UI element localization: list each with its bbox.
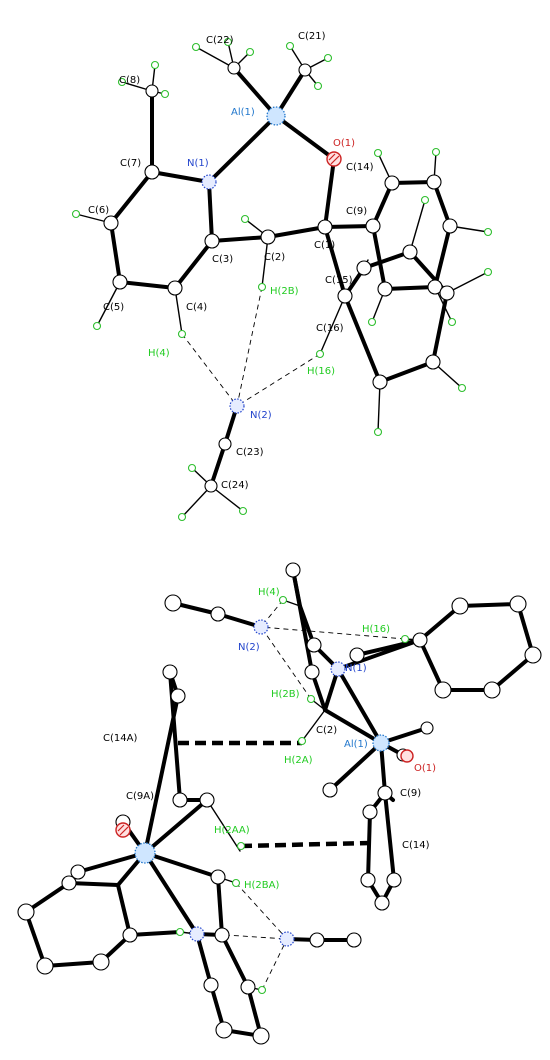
label-o1: O(1)	[333, 138, 355, 149]
label-b-h2aa: H(2AA)	[214, 825, 250, 836]
label-n2: N(2)	[250, 410, 272, 421]
label-h16: H(16)	[307, 366, 335, 377]
bottom-dimer: H(4) H(16) N(2) N(1) H(2B) C(14A) C(2) A…	[17, 562, 542, 1045]
label-c24: C(24)	[221, 480, 249, 491]
top-bonds	[109, 66, 452, 488]
label-b-c14: C(14)	[402, 840, 430, 851]
top-atoms	[71, 37, 493, 522]
bottom-o1-atom	[400, 749, 414, 763]
top-o1-atom	[326, 151, 342, 167]
label-b-c2: C(2)	[316, 725, 337, 736]
label-h2b: H(2B)	[270, 286, 299, 297]
label-c15: C(15)	[325, 275, 353, 286]
label-b-h16: H(16)	[362, 624, 390, 635]
top-n1-atom	[201, 174, 217, 190]
label-c8: C(8)	[119, 75, 140, 86]
label-c1: C(1)	[314, 240, 335, 251]
label-h4: H(4)	[148, 348, 170, 359]
label-b-h2a: H(2A)	[284, 755, 313, 766]
label-n1: N(1)	[187, 158, 209, 169]
label-c9: C(9)	[346, 206, 367, 217]
top-atom-labels: C(22) C(21) C(8) Al(1) O(1) N(1) C(7) C(…	[88, 31, 374, 491]
label-b-n2: N(2)	[238, 642, 260, 653]
label-c5: C(5)	[103, 302, 124, 313]
label-b-al1: Al(1)	[344, 739, 368, 750]
label-b-o1: O(1)	[414, 763, 436, 774]
bottom-atom-labels: H(4) H(16) N(2) N(1) H(2B) C(14A) C(2) A…	[103, 587, 436, 891]
label-b-h2ba: H(2BA)	[244, 880, 279, 891]
label-c23: C(23)	[236, 447, 264, 458]
label-c4: C(4)	[186, 302, 207, 313]
label-b-c9: C(9)	[400, 788, 421, 799]
label-b-c9a: C(9A)	[126, 791, 154, 802]
bottom-al1a-atom	[134, 842, 156, 864]
top-n2-atom	[229, 398, 245, 414]
top-al1-atom	[266, 106, 286, 126]
label-c21: C(21)	[298, 31, 326, 42]
label-b-c14a: C(14A)	[103, 733, 137, 744]
top-molecule: C(22) C(21) C(8) Al(1) O(1) N(1) C(7) C(…	[71, 31, 493, 522]
label-c7: C(7)	[120, 158, 141, 169]
bottom-n2a-atom	[279, 931, 295, 947]
label-b-n1: N(1)	[345, 663, 367, 674]
label-b-h2b: H(2B)	[271, 689, 300, 700]
label-c14: C(14)	[346, 162, 374, 173]
label-al1: Al(1)	[231, 107, 255, 118]
bottom-o1a-atom	[115, 822, 131, 838]
bottom-n1a-atom	[189, 926, 205, 942]
bottom-atoms	[17, 562, 542, 1045]
bottom-al1-atom	[372, 734, 390, 752]
bottom-n1-atom	[330, 661, 346, 677]
label-c3: C(3)	[212, 254, 233, 265]
label-c22: C(22)	[206, 35, 234, 46]
label-b-h4: H(4)	[258, 587, 280, 598]
bottom-ch-pi-contacts	[178, 740, 371, 849]
label-c6: C(6)	[88, 205, 109, 216]
top-hydrogen-bond-contacts	[181, 286, 321, 407]
label-c16: C(16)	[316, 323, 344, 334]
label-c2: C(2)	[264, 252, 285, 263]
bottom-n2-atom	[253, 619, 269, 635]
